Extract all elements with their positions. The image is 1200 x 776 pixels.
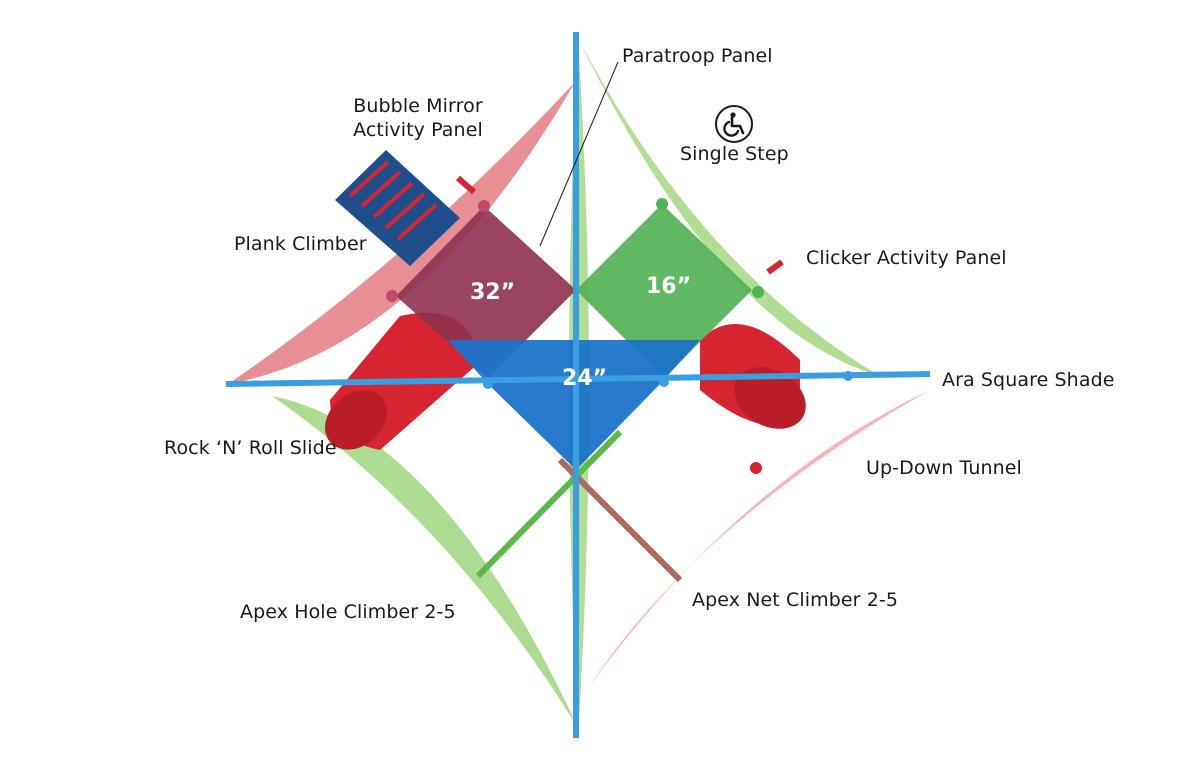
- up-down-tunnel: [700, 324, 806, 429]
- bubble-mirror-label-line2: Activity Panel: [353, 119, 483, 141]
- apex-net-climber-rod: [557, 457, 683, 583]
- wheelchair-accessibility-icon: [715, 105, 753, 143]
- deck-32-label: 32”: [470, 280, 516, 305]
- post-cap: [478, 200, 490, 212]
- deck-24-label: 24”: [562, 366, 608, 391]
- deck-16-label: 16”: [646, 274, 692, 299]
- post-rod: [766, 259, 784, 275]
- deck-16: [576, 204, 752, 378]
- paratroop-leader-line: [539, 61, 619, 247]
- bubble-mirror-activity-panel: [335, 150, 460, 266]
- rock-n-roll-slide-label: Rock ‘N’ Roll Slide: [164, 437, 337, 459]
- bubble-mirror-activity-panel-label: Bubble Mirror Activity Panel: [348, 94, 488, 142]
- horizontal-shade-post: [225, 371, 931, 387]
- post-cap: [483, 379, 493, 389]
- post-cap: [750, 462, 762, 474]
- plank-climber-label: Plank Climber: [234, 233, 367, 255]
- clicker-activity-panel-label: Clicker Activity Panel: [806, 247, 1007, 269]
- ara-square-shade-label: Ara Square Shade: [942, 369, 1115, 391]
- apex-hole-climber-label: Apex Hole Climber 2-5: [240, 601, 456, 623]
- post-cap: [659, 377, 669, 387]
- single-step-label: Single Step: [680, 143, 789, 165]
- bubble-mirror-label-line1: Bubble Mirror: [353, 95, 483, 117]
- post-cap: [752, 286, 764, 298]
- deck-32: [396, 206, 576, 378]
- paratroop-panel-label: Paratroop Panel: [622, 45, 773, 67]
- post-rod: [456, 175, 476, 195]
- apex-net-climber-label: Apex Net Climber 2-5: [692, 589, 899, 611]
- post-cap: [386, 290, 398, 302]
- apex-hole-climber-rod: [475, 429, 623, 579]
- post-cap: [843, 371, 853, 381]
- up-down-tunnel-label: Up-Down Tunnel: [866, 457, 1022, 479]
- post-cap: [656, 198, 668, 210]
